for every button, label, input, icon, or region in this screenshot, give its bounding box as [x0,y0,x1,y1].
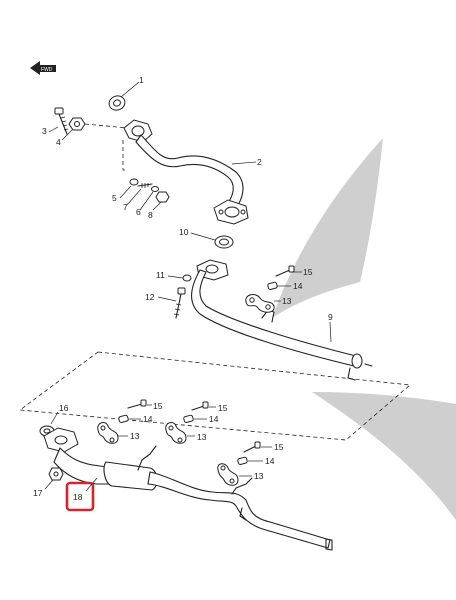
callout-14b: 14 [143,414,153,424]
front-direction-arrow-icon [30,61,56,75]
callout-9: 9 [328,312,333,322]
part-washer-5 [129,178,139,186]
callout-13c: 13 [197,432,207,442]
callout-13d: 13 [254,471,264,481]
watermark-upper-petal [272,138,383,318]
part-nut-4 [68,117,86,131]
part-hanger-13c [165,422,187,444]
part-collar-14c [183,414,194,423]
callout-17: 17 [33,488,43,498]
part-washer-11 [182,274,192,282]
front-mark-label: FWD [41,67,53,73]
part-hanger-13a [245,294,275,313]
callout-6: 6 [136,207,141,217]
part-collar-14a [267,281,278,290]
callout-11: 11 [156,270,165,280]
part-muffler-18 [43,427,333,551]
callout-15d: 15 [274,442,284,452]
callout-18-highlight-box [65,481,95,512]
part-bolt-15c [191,401,209,411]
part-bolt-3 [54,107,69,135]
part-front-pipe-2 [123,119,249,225]
part-gasket-1 [108,95,126,111]
part-stud-7 [137,183,153,188]
part-bolt-15a [275,265,295,277]
part-hanger-13d [217,463,239,486]
callout-13a: 13 [282,296,292,306]
part-collar-14d [237,456,248,465]
callout-18: 18 [73,492,83,502]
callout-4: 4 [56,137,61,147]
callout-15b: 15 [153,401,163,411]
part-hanger-13b [97,422,119,444]
callout-8: 8 [148,210,153,220]
part-gasket-10 [214,235,234,249]
callout-14c: 14 [209,414,219,424]
watermark-lower-petal [312,392,456,520]
part-bolt-15b [127,399,147,409]
callout-3: 3 [42,126,47,136]
part-nut-8 [155,191,170,203]
callout-1: 1 [139,75,144,85]
part-collar-14b [118,414,129,423]
callout-14a: 14 [293,281,303,291]
part-washer-6 [151,186,159,192]
callout-7: 7 [123,202,128,212]
callout-5: 5 [112,193,117,203]
callout-15a: 15 [303,267,313,277]
callout-16: 16 [59,403,69,413]
callout-10: 10 [179,227,189,237]
part-center-pipe-9 [191,259,373,381]
callout-2: 2 [257,157,262,167]
callout-12: 12 [145,292,155,302]
callout-14d: 14 [265,456,275,466]
part-bolt-15d [243,441,261,453]
callout-15c: 15 [218,403,228,413]
callout-13b: 13 [130,431,140,441]
part-bolt-12 [173,287,186,319]
